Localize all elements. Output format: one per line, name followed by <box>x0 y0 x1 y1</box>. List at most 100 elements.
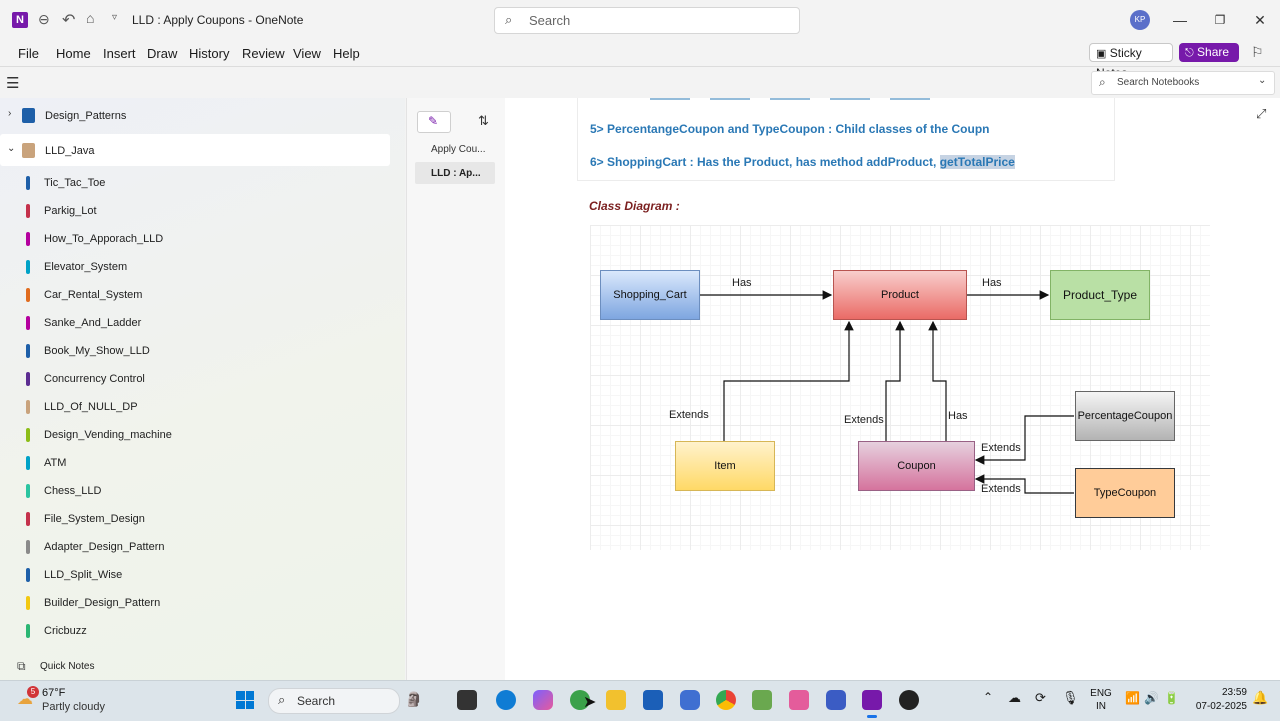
task-view-icon[interactable] <box>457 690 477 710</box>
connector-type-coupon <box>974 474 1074 494</box>
sidebar-section-item[interactable]: Car_Rental_System <box>0 286 390 306</box>
app-icon[interactable] <box>570 690 590 710</box>
note-container[interactable] <box>577 98 1115 181</box>
chrome-icon[interactable] <box>716 690 736 710</box>
sync-icon[interactable]: ⟳ <box>1035 690 1046 705</box>
search-notebooks-input[interactable]: ⌕ Search Notebooks ⌄ <box>1091 71 1275 95</box>
search-placeholder: Search <box>529 13 571 28</box>
section-label: Builder_Design_Pattern <box>44 597 161 609</box>
microphone-icon[interactable]: 🎙 <box>1062 690 1079 705</box>
feedback-icon[interactable]: ⚐ <box>1251 44 1264 60</box>
language-indicator[interactable]: ENG IN <box>1090 687 1112 713</box>
section-color-tab <box>26 484 30 498</box>
menu-home[interactable]: Home <box>56 46 91 61</box>
sidebar-section-item[interactable]: LLD_Split_Wise <box>0 566 390 586</box>
volume-icon[interactable]: 🔊 <box>1144 691 1159 705</box>
section-color-tab <box>26 260 30 274</box>
quick-notes-link[interactable]: Quick Notes <box>40 661 95 672</box>
sidebar-section-item[interactable]: Builder_Design_Pattern <box>0 594 390 614</box>
store-icon[interactable] <box>643 690 663 710</box>
video-app-icon[interactable] <box>826 690 846 710</box>
sidebar-section-item[interactable]: ATM <box>0 454 390 474</box>
class-box-coupon[interactable]: Coupon <box>858 441 975 491</box>
restore-icon[interactable]: ❐ <box>1214 13 1226 27</box>
section-color-tab <box>26 624 30 638</box>
snipping-tool-icon[interactable] <box>789 690 809 710</box>
teams-icon[interactable] <box>680 690 700 710</box>
cloud-icon[interactable]: ☁ <box>1008 690 1021 705</box>
taskbar-search-placeholder: Search <box>297 694 336 708</box>
copilot-icon[interactable] <box>533 690 553 710</box>
minimize-icon[interactable]: — <box>1173 12 1187 28</box>
windows-start-icon[interactable] <box>236 691 254 709</box>
class-box-product[interactable]: Product <box>833 270 967 320</box>
onenote-taskbar-icon[interactable] <box>862 690 882 710</box>
notebook-lld-java[interactable]: ⌄ LLD_Java <box>0 134 390 166</box>
chevron-down-icon[interactable]: ⌄ <box>1258 75 1267 86</box>
sidebar-section-item[interactable]: Design_Vending_machine <box>0 426 390 446</box>
chevron-right-icon[interactable]: › <box>8 108 12 119</box>
sidebar-section-item[interactable]: Book_My_Show_LLD <box>0 342 390 362</box>
share-button[interactable]: ⎋ Share ⌄ <box>1179 43 1239 78</box>
sidebar-section-item[interactable]: Cricbuzz <box>0 622 390 642</box>
weather-temperature[interactable]: 67°F <box>42 687 66 699</box>
undo-icon[interactable]: ↶ <box>62 12 76 29</box>
section-label: LLD_Of_NULL_DP <box>44 401 138 413</box>
section-label: Chess_LLD <box>44 485 102 497</box>
taskbar-search-input[interactable]: ⌕ Search 🗿 <box>268 688 422 714</box>
sidebar-section-item[interactable]: Parkig_Lot <box>0 202 390 222</box>
sticky-notes-button[interactable]: ▣ Sticky Notes <box>1089 43 1173 80</box>
sidebar-section-item[interactable]: Elevator_System <box>0 258 390 278</box>
sort-icon[interactable]: ⇅ <box>478 113 489 128</box>
menu-view[interactable]: View <box>293 46 321 61</box>
sidebar-section-item[interactable]: Tic_Tac_Toe <box>0 174 390 194</box>
sidebar-section-item[interactable]: Concurrency Control <box>0 370 390 390</box>
sidebar-section-item[interactable]: Chess_LLD <box>0 482 390 502</box>
customize-qat-icon[interactable]: ▿ <box>112 12 118 23</box>
back-icon[interactable]: ⊖ <box>38 11 50 27</box>
class-box-type-coupon[interactable]: TypeCoupon <box>1075 468 1175 518</box>
menu-history[interactable]: History <box>189 46 230 61</box>
chevron-up-icon[interactable]: ⌃ <box>983 690 994 704</box>
search-input[interactable]: ⌕ Search <box>494 7 800 34</box>
close-icon[interactable]: ✕ <box>1254 12 1266 28</box>
media-player-icon[interactable] <box>899 690 919 710</box>
save-icon[interactable]: ⌂ <box>86 10 95 26</box>
wifi-icon[interactable]: 📶 <box>1125 691 1140 705</box>
highlighted-text: getTotalPrice <box>939 155 1015 169</box>
sidebar-section-item[interactable]: How_To_Apporach_LLD <box>0 230 390 250</box>
class-box-product-type[interactable]: Product_Type <box>1050 270 1150 320</box>
sidebar-section-item[interactable]: LLD_Of_NULL_DP <box>0 398 390 418</box>
avatar[interactable]: KP <box>1130 10 1150 30</box>
navigation-toggle-icon[interactable]: ☰ <box>6 75 20 92</box>
menu-review[interactable]: Review <box>242 46 285 61</box>
menu-file[interactable]: File <box>18 46 39 61</box>
battery-icon[interactable]: 🔋 <box>1164 691 1179 705</box>
clock-time[interactable]: 23:59 <box>1221 687 1247 698</box>
sidebar-section-item[interactable]: Adapter_Design_Pattern <box>0 538 390 558</box>
image-editor-icon[interactable] <box>752 690 772 710</box>
section-label: Sanke_And_Ladder <box>44 317 142 329</box>
class-box-item[interactable]: Item <box>675 441 775 491</box>
menu-draw[interactable]: Draw <box>147 46 178 61</box>
add-page-button[interactable]: ✎ <box>417 111 451 133</box>
class-box-shopping-cart[interactable]: Shopping_Cart <box>600 270 700 320</box>
file-explorer-icon[interactable] <box>606 690 626 710</box>
clock-date[interactable]: 07-02-2025 <box>1195 701 1247 712</box>
page-apply-coupons[interactable]: Apply Cou... <box>431 144 486 155</box>
sidebar-section-item[interactable]: File_System_Design <box>0 510 390 530</box>
class-diagram[interactable]: Shopping_Cart Product Product_Type Item … <box>590 225 1210 550</box>
menu-insert[interactable]: Insert <box>103 46 136 61</box>
chevron-down-icon[interactable]: ⌄ <box>7 143 16 154</box>
sidebar-section-item[interactable]: Sanke_And_Ladder <box>0 314 390 334</box>
class-box-percentage-coupon[interactable]: PercentageCoupon <box>1075 391 1175 441</box>
label-extends: Extends <box>981 483 1021 495</box>
notifications-icon[interactable]: 🔔 <box>1252 690 1269 705</box>
edge-icon[interactable] <box>496 690 516 710</box>
page-lld-apply[interactable]: LLD : Ap... <box>431 168 481 179</box>
weather-description[interactable]: Partly cloudy <box>42 701 105 713</box>
notebook-design-patterns[interactable]: › Design_Patterns <box>0 100 390 132</box>
menu-help[interactable]: Help <box>333 46 360 61</box>
section-label: Elevator_System <box>44 261 128 273</box>
expand-icon[interactable]: ⤢ <box>1256 106 1267 121</box>
